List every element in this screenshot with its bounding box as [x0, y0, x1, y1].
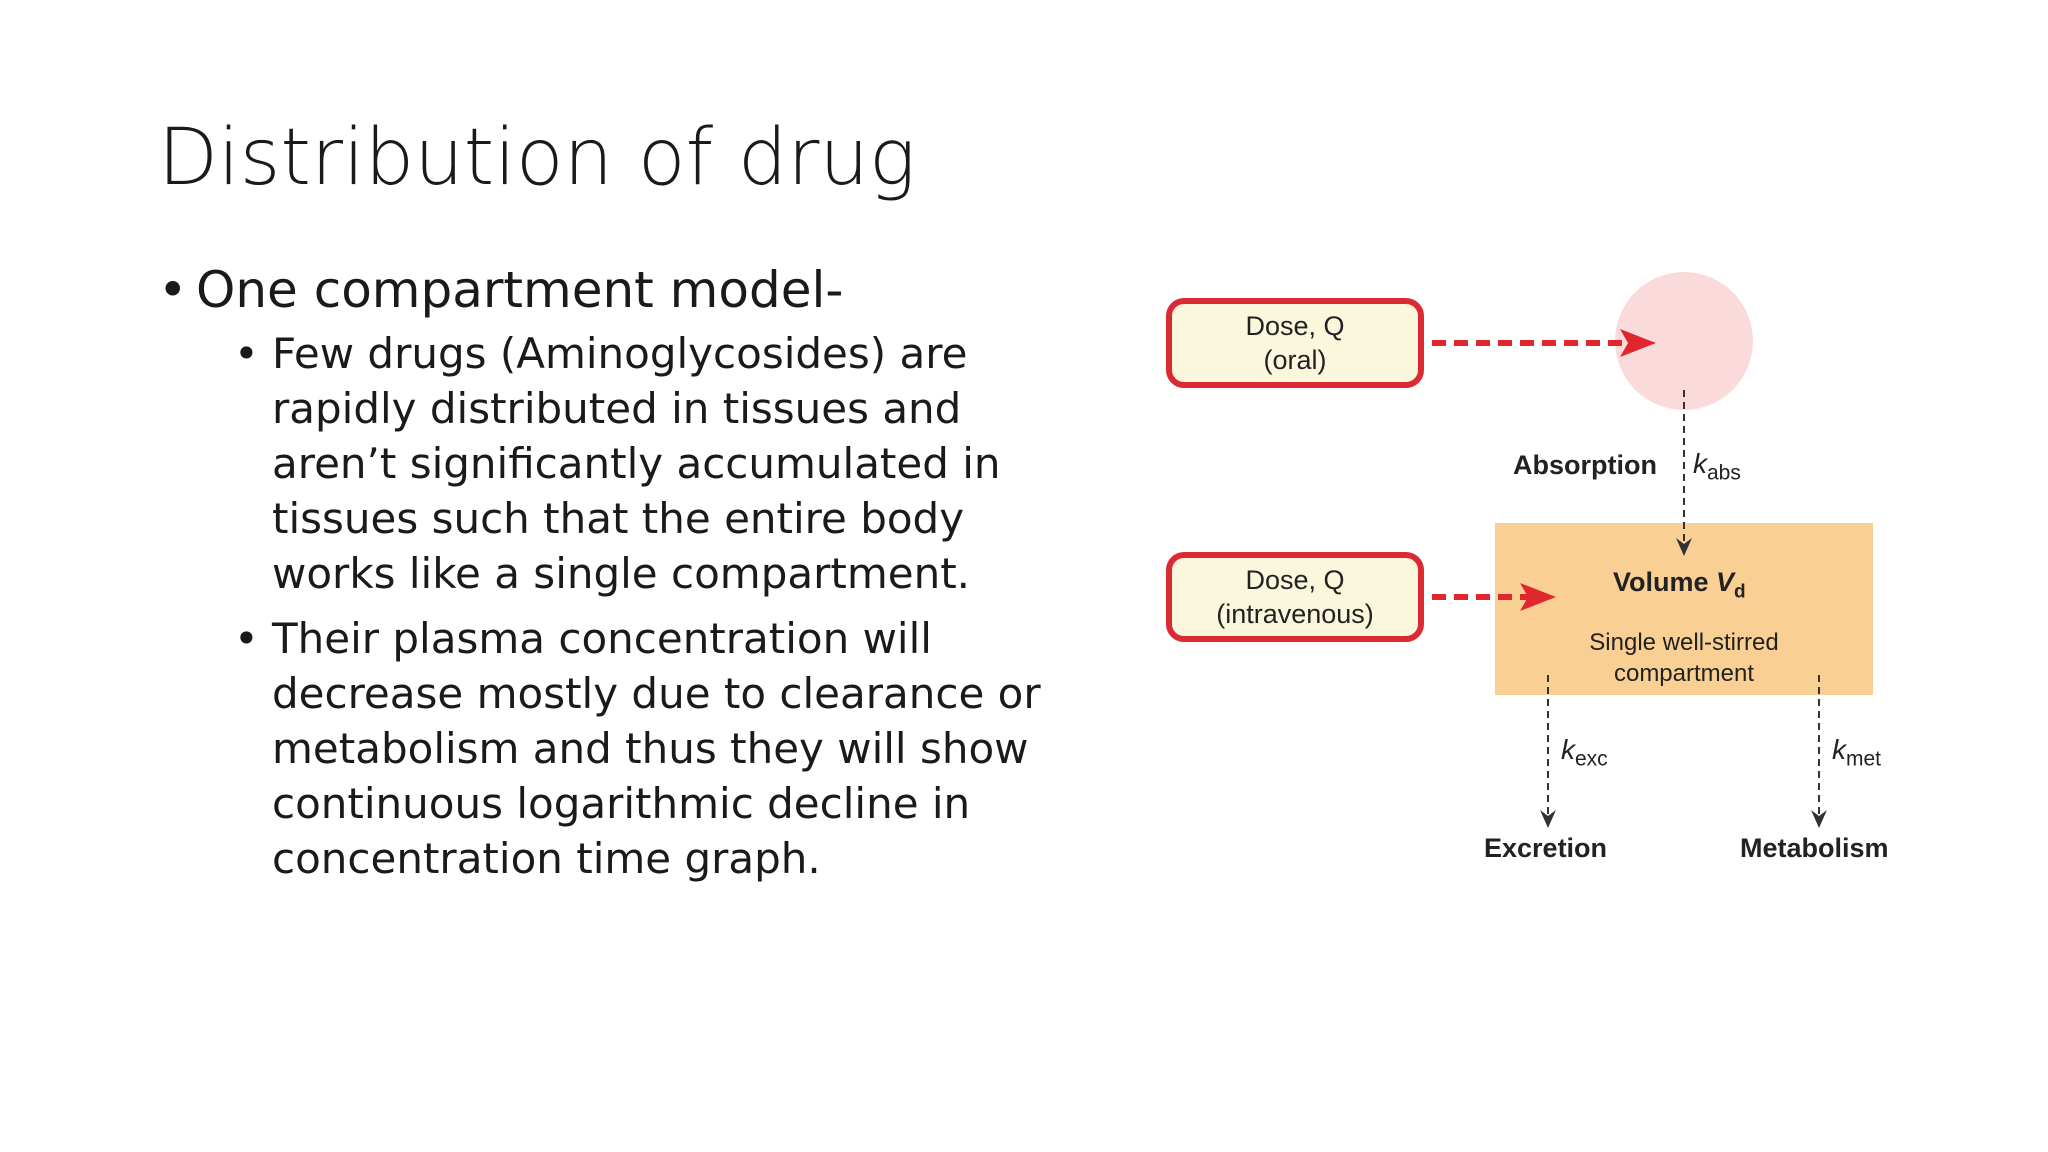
one-compartment-diagram: Dose, Q (oral) Dose, Q (intravenous) Abs…	[1140, 250, 1960, 890]
excretion-arrow	[1540, 675, 1556, 828]
absorption-label: Absorption	[1513, 450, 1657, 480]
dose-oral-line1: Dose, Q	[1245, 311, 1345, 341]
metabolism-label: Metabolism	[1740, 833, 1889, 863]
sub-bullet-list: • Few drugs (Aminoglycosides) are rapidl…	[234, 326, 1058, 886]
bullet-glyph: •	[234, 329, 259, 378]
compartment-description: Single well-stirred compartment	[1495, 627, 1873, 689]
diagram-arrows	[1432, 329, 1827, 828]
absorption-arrow	[1676, 390, 1692, 556]
slide-title: Distribution of drug	[158, 113, 916, 203]
k-met-label: kmet	[1832, 734, 1882, 771]
oral-dose-arrow	[1432, 329, 1656, 357]
metabolism-arrow	[1811, 675, 1827, 828]
compartment-line2: compartment	[1613, 660, 1755, 687]
bullet-glyph: •	[158, 261, 188, 319]
bullet-main-text: One compartment model-	[196, 261, 844, 319]
sub-bullet: • Their plasma concentration will decrea…	[234, 611, 1058, 886]
compartment-line1: Single well-stirred	[1589, 629, 1779, 656]
dose-iv-box: Dose, Q (intravenous)	[1166, 552, 1424, 642]
k-abs-label: kabs	[1693, 448, 1741, 485]
iv-dose-arrow	[1432, 583, 1556, 611]
sub-bullet: • Few drugs (Aminoglycosides) are rapidl…	[234, 326, 1058, 601]
bullet-main: • One compartment model-	[158, 260, 1058, 320]
slide-content: • One compartment model- • Few drugs (Am…	[158, 260, 1058, 896]
dose-oral-box: Dose, Q (oral)	[1166, 298, 1424, 388]
sub-bullet-text: Their plasma concentration will decrease…	[272, 614, 1041, 883]
excretion-label: Excretion	[1484, 833, 1608, 863]
dose-iv-line2: (intravenous)	[1216, 599, 1374, 629]
dose-oral-line2: (oral)	[1263, 345, 1327, 375]
dose-iv-line1: Dose, Q	[1245, 565, 1345, 595]
sub-bullet-text: Few drugs (Aminoglycosides) are rapidly …	[272, 329, 1001, 598]
k-exc-label: kexc	[1561, 734, 1608, 771]
bullet-glyph: •	[234, 614, 259, 663]
volume-label: Volume Vd	[1613, 567, 1746, 603]
